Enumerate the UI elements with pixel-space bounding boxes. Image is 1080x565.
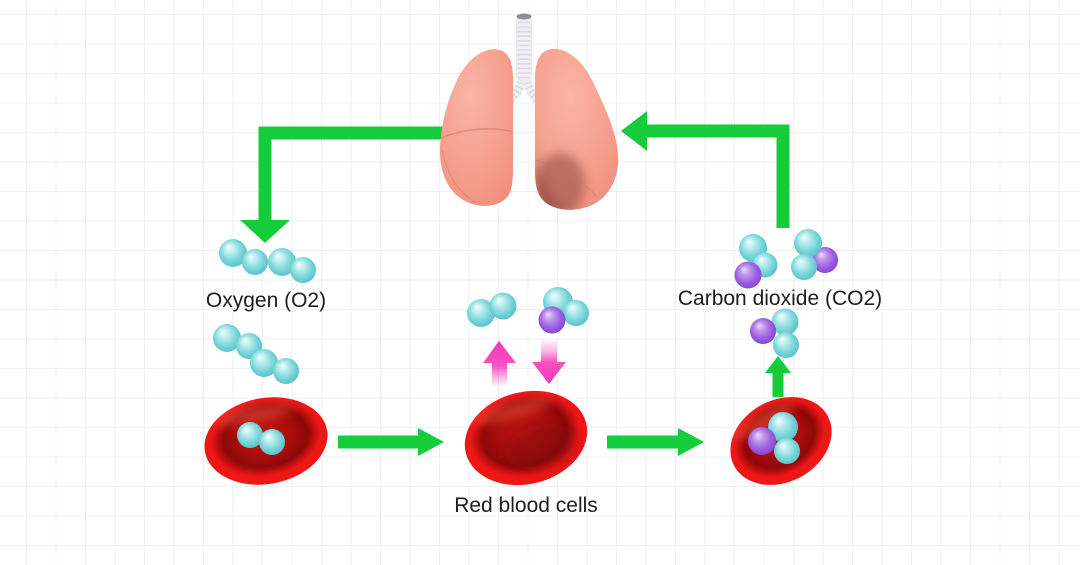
red-blood-cell-right (714, 379, 848, 503)
arrowhead-up-icon (765, 356, 791, 373)
arrow-co2-to-lungs (621, 111, 790, 228)
arrow-lungs-to-oxygen (240, 126, 452, 243)
arrowhead-down-icon (240, 220, 290, 243)
red-blood-cells-label: Red blood cells (454, 494, 598, 517)
arrow-cell-to-co2-up (765, 356, 791, 397)
carbon-dioxide-label: Carbon dioxide (CO2) (677, 287, 883, 310)
carbon-dioxide-molecule (734, 234, 778, 289)
arrow-cell-left-to-middle (338, 428, 444, 456)
oxygen-molecule-in-cell (237, 422, 285, 455)
right-lung (535, 48, 619, 210)
oxygen-molecule (467, 292, 517, 327)
arrow-oxygen-release-up (483, 341, 516, 386)
arrowhead-right-icon (418, 428, 444, 456)
red-blood-cell-middle (454, 378, 598, 498)
left-lung (439, 49, 513, 206)
arrow-cell-middle-to-right (607, 428, 704, 456)
carbon-dioxide-molecule-in-cell (748, 412, 800, 464)
red-blood-cell-left (197, 387, 335, 495)
carbon-dioxide-molecule (750, 308, 799, 358)
lungs-icon (439, 13, 619, 210)
oxygen-molecule (268, 248, 316, 283)
trachea-icon (516, 13, 532, 82)
carbon-dioxide-molecule (538, 287, 589, 334)
arrowhead-right-icon (678, 428, 704, 456)
oxygen-label: Oxygen (O2) (205, 289, 327, 312)
oxygen-molecule (250, 349, 299, 384)
arrowhead-left-icon (621, 111, 647, 151)
oxygen-molecule (219, 239, 268, 275)
arrow-co2-uptake-down (532, 340, 566, 384)
carbon-dioxide-molecule (791, 229, 838, 280)
